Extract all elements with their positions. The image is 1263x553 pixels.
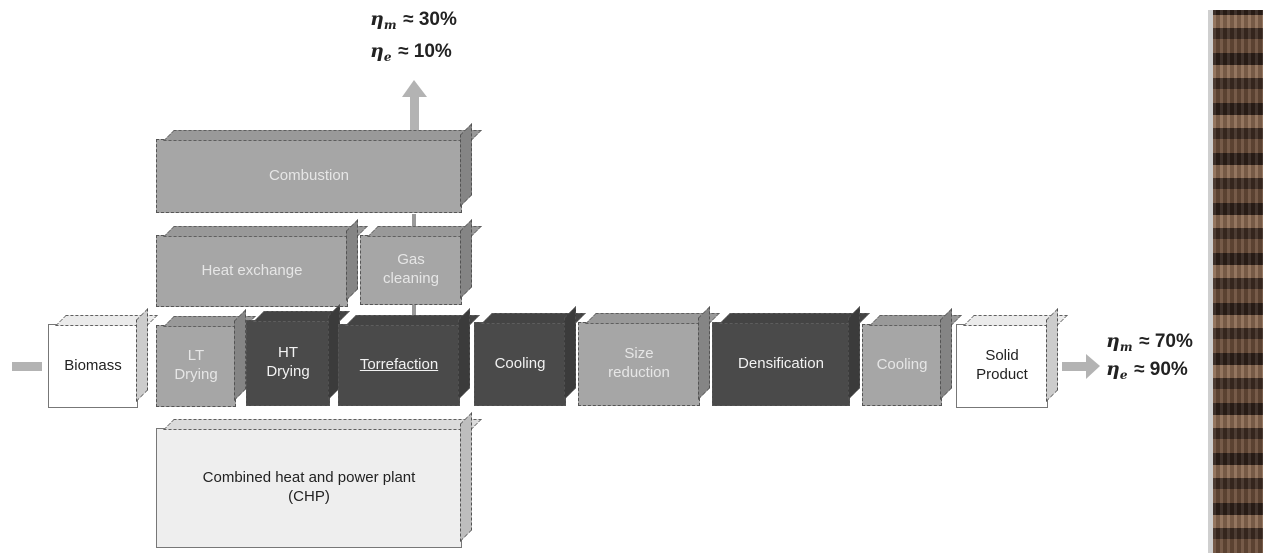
background-photo	[1213, 10, 1263, 553]
solid-product-label: Solid Product	[976, 347, 1028, 383]
eta-value: ≈ 30%	[403, 9, 457, 30]
eta-value: ≈ 90%	[1134, 359, 1188, 380]
size-reduction-label: Size reduction	[608, 345, 670, 381]
chp-label: Combined heat and power plant (CHP)	[202, 469, 416, 505]
lt-drying-label: LT Drying	[174, 347, 218, 383]
connector-combustion-gas	[412, 214, 416, 226]
torrefaction-block: Torrefaction	[338, 308, 480, 406]
combustion-label: Combustion	[268, 166, 350, 184]
exhaust-arrow	[402, 80, 427, 133]
eta-symbol: η	[370, 8, 384, 30]
top-eta-e: ηe ≈ 10%	[370, 40, 452, 64]
eta-subscript: m	[1119, 340, 1133, 354]
combustion-block: Combustion	[156, 123, 482, 213]
ht-drying-block: HT Drying	[246, 304, 350, 406]
cooling-block-1: Cooling	[474, 306, 586, 406]
eta-symbol: η	[1106, 330, 1120, 352]
right-eta-e: ηe ≈ 90%	[1106, 358, 1188, 382]
top-eta-m: ηm ≈ 30%	[370, 8, 457, 32]
eta-symbol: η	[1106, 358, 1120, 380]
gas-cleaning-label: Gas cleaning	[383, 251, 439, 287]
heat-exchange-block: Heat exchange	[156, 219, 368, 307]
densification-block: Densification	[712, 306, 870, 406]
cooling-block-2: Cooling	[862, 308, 962, 406]
photo-frame-edge	[1208, 10, 1214, 553]
lt-drying-block: LT Drying	[156, 309, 256, 407]
eta-value: ≈ 10%	[398, 41, 452, 62]
connector-gas-torrefaction	[412, 304, 416, 318]
eta-subscript: e	[1119, 368, 1128, 382]
heat-exchange-label: Heat exchange	[201, 261, 303, 279]
eta-symbol: η	[370, 40, 384, 62]
size-reduction-block: Size reduction	[578, 306, 720, 406]
eta-subscript: e	[383, 50, 392, 64]
biomass-label: Biomass	[64, 356, 122, 374]
cooling-label-2: Cooling	[876, 355, 928, 373]
densification-label: Densification	[738, 354, 824, 372]
eta-value: ≈ 70%	[1139, 331, 1193, 352]
solid-product-block: Solid Product	[956, 308, 1068, 408]
eta-subscript: m	[383, 18, 397, 32]
right-eta-m: ηm ≈ 70%	[1106, 330, 1193, 354]
gas-cleaning-block: Gas cleaning	[360, 219, 482, 305]
torrefaction-label: Torrefaction	[359, 355, 439, 373]
input-arrow	[12, 362, 42, 371]
output-arrow	[1062, 354, 1100, 379]
cooling-label-1: Cooling	[494, 354, 546, 372]
ht-drying-label: HT Drying	[266, 344, 310, 380]
biomass-block: Biomass	[48, 308, 158, 408]
chp-block: Combined heat and power plant (CHP)	[156, 412, 482, 548]
